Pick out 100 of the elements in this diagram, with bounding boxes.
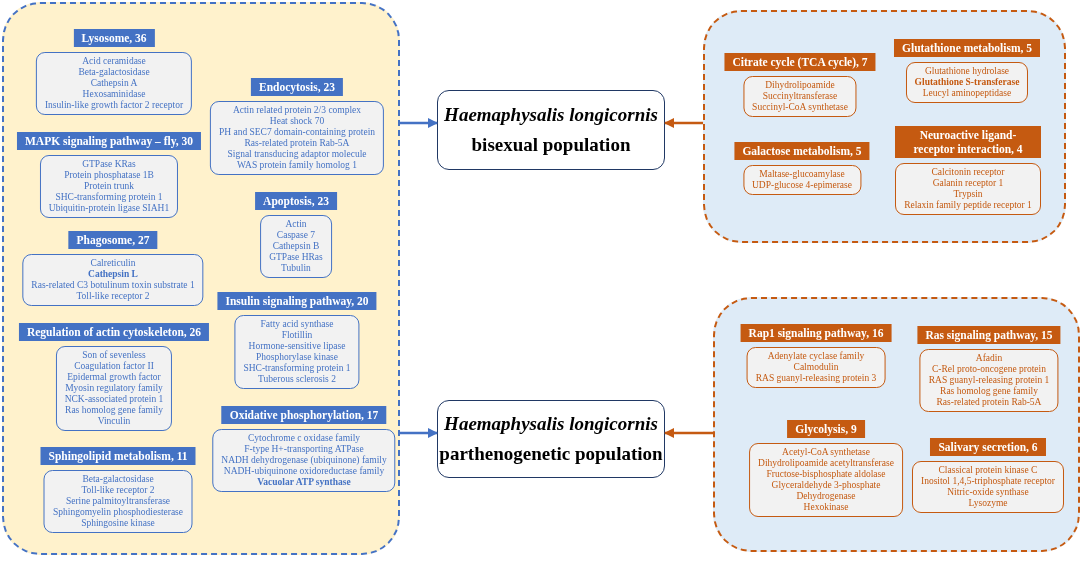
pathway-heading: Ras signaling pathway, 15 — [917, 326, 1061, 344]
gene-name: Relaxin family peptide receptor 1 — [904, 200, 1032, 211]
gene-name: Sphingomyelin phosphodiesterase — [52, 507, 184, 518]
gene-name: Lysozyme — [968, 498, 1008, 509]
gene-name: Myosin regulatory family — [65, 383, 163, 394]
gene-name: Cathepsin A — [90, 78, 138, 89]
gene-name: Insulin-like growth factor 2 receptor — [44, 100, 184, 111]
gene-name: Actin related protein 2/3 complex — [232, 105, 362, 116]
gene-name: Dihydrolipoamide acetyltransferase — [758, 458, 894, 469]
pathway-heading: Insulin signaling pathway, 20 — [217, 292, 377, 310]
gene-name: Dihydrolipoamide — [765, 80, 835, 91]
arrow — [400, 118, 438, 128]
gene-name: Ras-related protein Rab-5A — [244, 138, 350, 149]
gene-name: Galanin receptor 1 — [932, 178, 1004, 189]
pathway-heading: MAPK signaling pathway – fly, 30 — [16, 132, 202, 150]
gene-name: Cathepsin B — [272, 241, 320, 252]
pathway-heading: Sphingolipid metabolism, 11 — [40, 447, 196, 465]
pathway-heading: Lysosome, 36 — [73, 29, 155, 47]
gene-name: NCK-associated protein 1 — [64, 394, 164, 405]
gene-name: WAS protein family homolog 1 — [237, 160, 357, 171]
arrow — [664, 428, 713, 438]
gene-name: Hormone-sensitive lipase — [248, 341, 346, 352]
gene-name: Leucyl aminopeptidase — [922, 88, 1012, 99]
gene-name: Toll-like receptor 2 — [76, 291, 150, 302]
gene-name: Phosphorylase kinase — [255, 352, 338, 363]
gene-name: Toll-like receptor 2 — [81, 485, 155, 496]
pathway-heading: Rap1 signaling pathway, 16 — [740, 324, 892, 342]
gene-name: SHC-transforming protein 1 — [55, 192, 163, 203]
gene-name: Beta-galactosidase — [78, 67, 150, 78]
gene-name: Ras homolog gene family — [65, 405, 163, 416]
pathway-heading: Salivary secretion, 6 — [930, 438, 1046, 456]
gene-name: Signal transducing adaptor molecule — [227, 149, 367, 160]
gene-name: Cytochrome c oxidase family — [247, 433, 361, 444]
gene-name: Afadin — [975, 353, 1003, 364]
gene-name: Acetyl-CoA synthetase — [782, 447, 870, 458]
gene-name: Sphingosine kinase — [81, 518, 155, 529]
pathway-heading: Galactose metabolism, 5 — [734, 142, 870, 160]
gene-name: GTPase KRas — [82, 159, 136, 170]
gene-name: RAS guanyl-releasing protein 1 — [928, 375, 1050, 386]
arrow — [400, 428, 438, 438]
pathway-heading: Oxidative phosphorylation, 17 — [221, 406, 387, 424]
gene-name: Flotillin — [281, 330, 313, 341]
gene-name: Calreticulin — [90, 258, 136, 269]
gene-name: Cathepsin L — [88, 269, 138, 280]
gene-name: Adenylate cyclase family — [767, 351, 865, 362]
gene-name: NADH dehydrogenase (ubiquinone) family — [221, 455, 387, 466]
gene-name: Protein phosphatase 1B — [64, 170, 154, 181]
pathway-heading: Neuroactive ligand-receptor interaction, 4 — [895, 126, 1041, 158]
gene-name: Succinyltransferase — [762, 91, 838, 102]
gene-name: Fatty acid synthase — [260, 319, 334, 330]
gene-name: GTPase HRas — [269, 252, 323, 263]
population-name: parthenogenetic population — [439, 443, 663, 465]
arrow — [664, 118, 703, 128]
gene-name: Protein trunk — [84, 181, 134, 192]
gene-name: Tuberous sclerosis 2 — [258, 374, 336, 385]
gene-name: Ubiquitin-protein ligase SIAH1 — [48, 203, 170, 214]
gene-name: Trypsin — [953, 189, 983, 200]
pathway-heading: Glycolysis, 9 — [787, 420, 865, 438]
gene-name: Son of sevenless — [82, 350, 146, 361]
gene-name: Acid ceramidase — [82, 56, 146, 67]
gene-name: Actin — [285, 219, 307, 230]
gene-name: Inositol 1,4,5-triphosphate receptor — [921, 476, 1055, 487]
gene-name: Succinyl-CoA synthetase — [752, 102, 848, 113]
gene-name: Heat shock 70 — [269, 116, 325, 127]
species-name: Haemaphysalis longicornis — [444, 413, 658, 435]
gene-name: Calcitonin receptor — [931, 167, 1005, 178]
gene-name: Classical protein kinase C — [938, 465, 1038, 476]
gene-name: Maltase-glucoamylase — [759, 169, 845, 180]
gene-name: Epidermal growth factor — [67, 372, 161, 383]
population-box — [437, 90, 665, 170]
group-panel — [713, 297, 1080, 552]
group-panel — [2, 2, 400, 555]
gene-name: Glyceraldehyde 3-phosphate — [771, 480, 881, 491]
gene-name: Ras-related protein Rab-5A — [936, 397, 1042, 408]
species-name: Haemaphysalis longicornis — [444, 104, 658, 126]
gene-name: Calmodulin — [793, 362, 839, 373]
gene-name: Fructose-bisphosphate aldolase — [766, 469, 886, 480]
gene-name: Dehydrogenase — [796, 491, 856, 502]
pathway-heading: Regulation of actin cytoskeleton, 26 — [18, 323, 210, 341]
gene-name: Serine palmitoyltransferase — [65, 496, 171, 507]
gene-name: F-type H+-transporting ATPase — [244, 444, 364, 455]
gene-name: Tubulin — [281, 263, 311, 274]
gene-name: NADH-ubiquinone oxidoreductase family — [223, 466, 385, 477]
gene-name: Glutathione hydrolase — [924, 66, 1010, 77]
pathway-heading: Endocytosis, 23 — [251, 78, 343, 96]
gene-name: PH and SEC7 domain-containing protein — [218, 127, 376, 138]
gene-name: Coagulation factor II — [74, 361, 154, 372]
gene-name: Nitric-oxide synthase — [947, 487, 1029, 498]
gene-name: Ras homolog gene family — [940, 386, 1038, 397]
population-name: bisexual population — [471, 134, 631, 156]
gene-name: RAS guanyl-releasing protein 3 — [755, 373, 877, 384]
pathway-heading: Apoptosis, 23 — [255, 192, 337, 210]
group-panel — [703, 10, 1066, 243]
pathway-heading: Phagosome, 27 — [68, 231, 158, 249]
pathway-heading: Glutathione metabolism, 5 — [894, 39, 1040, 57]
gene-name: Glutathione S-transferase — [914, 77, 1020, 88]
gene-name: Caspase 7 — [276, 230, 316, 241]
pathway-heading: Citrate cycle (TCA cycle), 7 — [724, 53, 876, 71]
gene-name: Beta-galactosidase — [82, 474, 154, 485]
gene-name: UDP-glucose 4-epimerase — [752, 180, 852, 191]
